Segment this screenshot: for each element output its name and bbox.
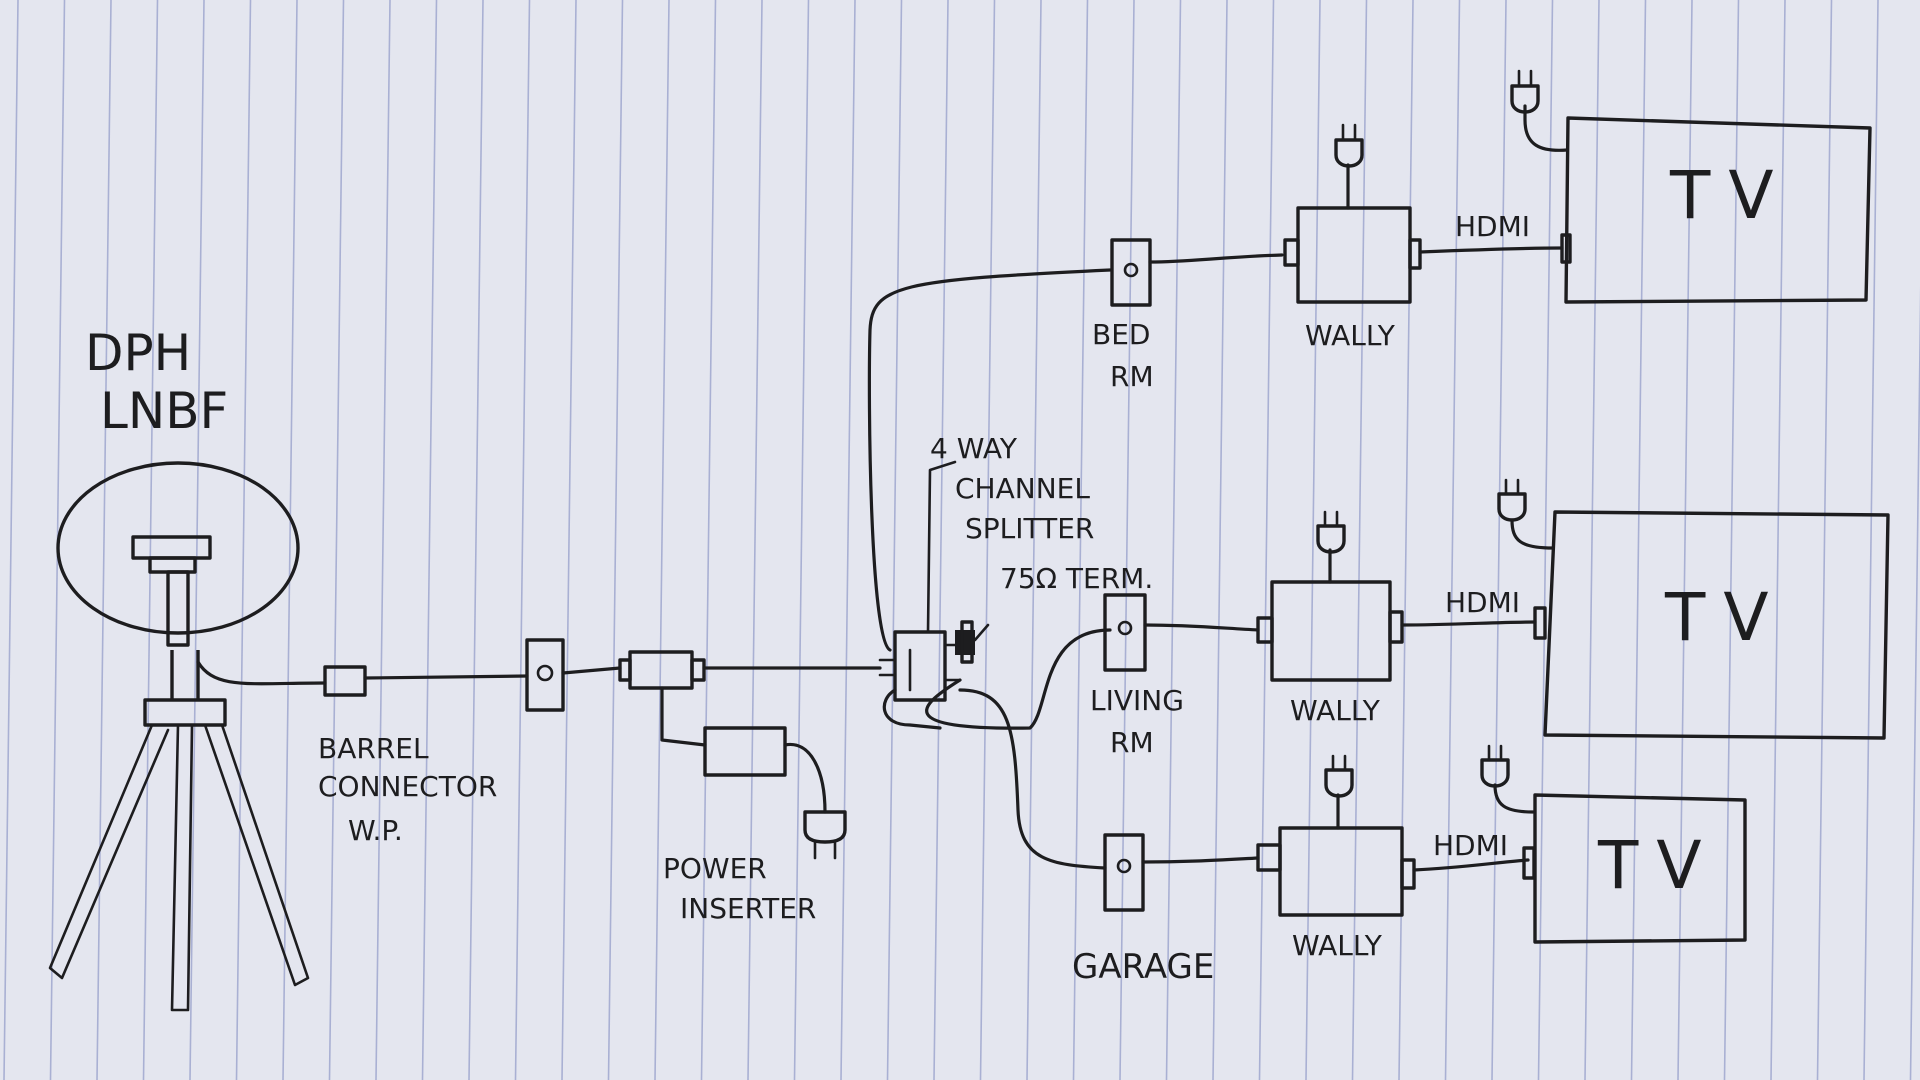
wall-plate-bedroom xyxy=(1110,238,1152,307)
hdmi-label-2: HDMI xyxy=(1445,586,1520,619)
rule-line xyxy=(1444,0,1461,1080)
rule-line xyxy=(793,0,810,1080)
power-plug-icon xyxy=(803,810,847,860)
rule-line xyxy=(1398,0,1414,1080)
barrel-connector xyxy=(323,665,367,697)
wall-plate-entry xyxy=(525,638,565,712)
wally-receiver-2 xyxy=(1270,580,1392,682)
living-room-label-line2: RM xyxy=(1110,726,1154,759)
tripod-stand xyxy=(48,650,310,1012)
rule-line xyxy=(933,0,949,1080)
rule-line xyxy=(1816,0,1833,1080)
power-inserter-box xyxy=(703,726,787,777)
tripod-leg-right xyxy=(203,723,310,987)
rule-line xyxy=(747,0,763,1080)
hdmi-label-1: HDMI xyxy=(1455,210,1530,243)
tv-label-3: TV xyxy=(1597,827,1719,904)
wally-label-3: WALLY xyxy=(1292,929,1383,962)
living-room-label-line1: LIVING xyxy=(1090,684,1184,717)
power-plug-icon xyxy=(1334,123,1364,168)
rule-line xyxy=(1723,0,1740,1080)
power-plug-icon xyxy=(1497,478,1527,522)
wall-plate-garage xyxy=(1103,833,1145,912)
wally-label-2: WALLY xyxy=(1290,694,1381,727)
rule-line xyxy=(189,0,205,1080)
rule-line xyxy=(979,0,996,1080)
tv-1 xyxy=(1564,116,1872,304)
dish-reflector xyxy=(56,461,300,635)
bedroom-label-line2: RM xyxy=(1110,360,1154,393)
rule-line xyxy=(1351,0,1368,1080)
splitter-label-line3: SPLITTER xyxy=(965,512,1094,545)
rule-line xyxy=(1258,0,1275,1080)
rule-line xyxy=(654,0,670,1080)
tv-label-2: TV xyxy=(1664,579,1786,656)
splitter-label-leader xyxy=(926,460,957,634)
tripod-leg-left xyxy=(48,723,170,980)
terminator-75-ohm xyxy=(955,620,990,664)
barrel-label-line1: BARREL xyxy=(318,732,429,765)
rule-line xyxy=(3,0,19,1080)
lnbf-head-icon xyxy=(131,535,212,560)
lnbf-label-line1: DPH xyxy=(85,324,191,382)
rule-line xyxy=(1677,0,1693,1080)
hdmi-label-3: HDMI xyxy=(1433,829,1508,862)
rule-line xyxy=(607,0,624,1080)
rule-line xyxy=(468,0,484,1080)
splitter-label-line2: CHANNEL xyxy=(955,472,1090,505)
power-plug-icon xyxy=(1510,69,1540,114)
tv-label-1: TV xyxy=(1669,157,1791,234)
rule-line xyxy=(1305,0,1321,1080)
rule-line xyxy=(1491,0,1507,1080)
rule-line xyxy=(1584,0,1600,1080)
rule-line xyxy=(840,0,856,1080)
power-inserter-label-line2: INSERTER xyxy=(680,892,816,925)
rule-line xyxy=(1212,0,1228,1080)
satellite-dish xyxy=(56,461,300,647)
barrel-label-line2: CONNECTOR xyxy=(318,770,497,803)
rule-line xyxy=(1863,0,1879,1080)
rule-line xyxy=(375,0,391,1080)
rule-line xyxy=(1909,285,1920,1080)
rule-line xyxy=(561,0,577,1080)
rule-line xyxy=(1537,0,1554,1080)
rule-line xyxy=(1026,0,1042,1080)
terminator-label: 75Ω TERM. xyxy=(1000,562,1153,595)
power-plug-icon xyxy=(1480,744,1510,788)
dish-arm xyxy=(166,570,190,647)
rule-line xyxy=(1770,0,1786,1080)
rule-line xyxy=(1072,0,1089,1080)
rule-line xyxy=(421,0,438,1080)
wally-receiver-1 xyxy=(1296,206,1412,304)
rule-line xyxy=(235,0,252,1080)
power-plug-icon xyxy=(1316,510,1346,554)
lnbf-label-line2: LNBF xyxy=(100,382,228,440)
rule-line xyxy=(1165,0,1182,1080)
wall-plate-living-room xyxy=(1103,593,1147,672)
power-inserter-label-line1: POWER xyxy=(663,852,767,885)
tv-2 xyxy=(1543,510,1890,740)
rule-line xyxy=(328,0,345,1080)
rule-line xyxy=(1630,0,1647,1080)
rule-line xyxy=(142,0,159,1080)
rule-line xyxy=(282,0,298,1080)
wally-receiver-3 xyxy=(1278,826,1404,917)
rule-line xyxy=(96,0,112,1080)
rule-line xyxy=(886,0,903,1080)
bedroom-label-line1: BED xyxy=(1092,318,1150,351)
splitter-label-line1: 4 WAY xyxy=(930,432,1018,465)
rule-line xyxy=(700,0,717,1080)
rule-line xyxy=(514,0,531,1080)
garage-label: GARAGE xyxy=(1072,947,1214,987)
notebook-rule-lines xyxy=(3,0,1920,1080)
barrel-label-line3: W.P. xyxy=(348,814,403,847)
tripod-leg-center xyxy=(170,723,194,1012)
tv-3 xyxy=(1533,793,1747,944)
power-plug-icon xyxy=(1324,754,1354,798)
rule-line xyxy=(1119,0,1135,1080)
wally-label-1: WALLY xyxy=(1305,319,1396,352)
